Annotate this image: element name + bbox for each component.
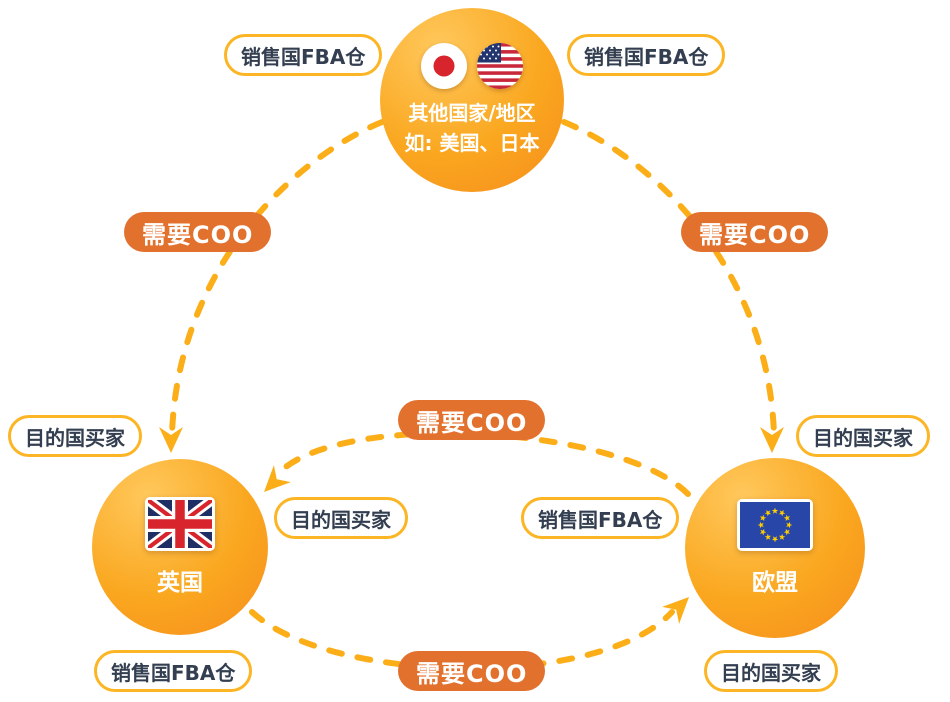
node-eu-label: 欧盟 [752, 570, 798, 596]
arrowhead-into-eu-side [662, 597, 689, 624]
node-uk: 英国 [92, 459, 268, 635]
pill-buyer-bottom-right: 目的国买家 [704, 650, 838, 692]
arc-other-to-uk [169, 119, 385, 437]
node-eu: 欧盟 [685, 458, 865, 638]
badge-coo-middle: 需要COO [398, 400, 546, 440]
arc-eu-to-uk [273, 430, 691, 497]
usa-flag-icon [477, 43, 523, 90]
node-other-countries-line1: 其他国家/地区 [408, 101, 536, 126]
pill-fba-top-right: 销售国FBA仓 [567, 34, 726, 76]
pill-fba-bottom-left: 销售国FBA仓 [94, 650, 253, 692]
node-other-countries-line2: 如: 美国、日本 [404, 130, 540, 155]
pill-buyer-mid-left: 目的国买家 [274, 497, 408, 539]
arrowhead-into-uk-side [264, 465, 291, 492]
pill-fba-top-left: 销售国FBA仓 [224, 34, 383, 76]
pill-fba-mid-right: 销售国FBA仓 [521, 497, 680, 539]
node-uk-label: 英国 [157, 570, 203, 596]
eu-flag-icon [737, 499, 813, 551]
arc-other-to-eu [561, 119, 777, 437]
node-other-countries: 其他国家/地区 如: 美国、日本 [380, 8, 564, 192]
japan-flag-icon [421, 43, 467, 90]
badge-coo-bottom: 需要COO [398, 651, 546, 691]
badge-coo-right: 需要COO [681, 212, 829, 252]
arrowhead-into-uk-top [159, 427, 183, 453]
arrowhead-into-eu-top [760, 427, 784, 453]
pill-buyer-right: 目的国买家 [796, 415, 930, 457]
uk-flag-icon [145, 497, 215, 551]
badge-coo-left: 需要COO [124, 212, 272, 252]
flag-row [421, 43, 523, 90]
pill-buyer-left: 目的国买家 [8, 415, 142, 457]
